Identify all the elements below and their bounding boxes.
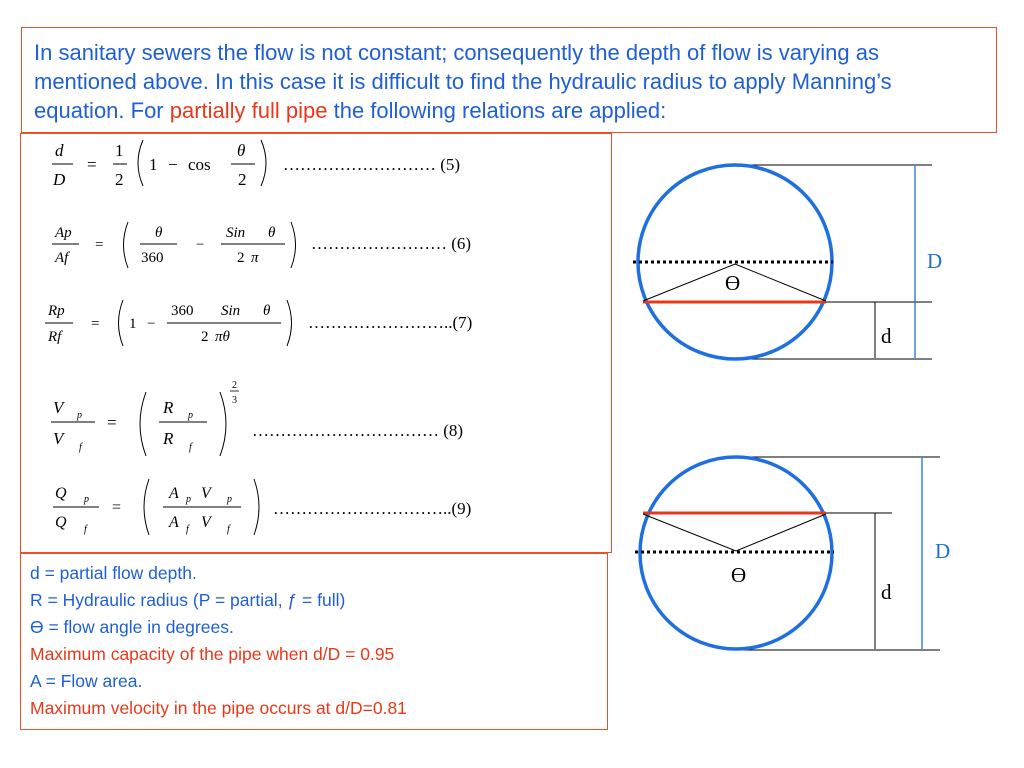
eq9-dots: …………………………..(9) <box>273 499 471 518</box>
eq9-vp-sub: p <box>226 494 232 505</box>
eq5-theta: θ <box>237 141 245 160</box>
intro-part2: the following relations are applied: <box>327 98 667 123</box>
eq5-den2: 2 <box>238 170 247 189</box>
eq6-sin: Sin <box>226 225 245 241</box>
eq9-ap-sub: p <box>185 494 191 505</box>
eq8-v-den: V <box>53 429 66 448</box>
equation-7: Rp Rf = 1 − 360 Sin θ 2 πθ ……………………..(7) <box>45 299 472 347</box>
eq8-exp-num: 2 <box>232 380 237 391</box>
equation-6: Ap Af = θ 360 − Sin θ 2 π …………………… (6) <box>52 221 471 269</box>
eq5-two: 2 <box>115 170 124 189</box>
eq7-dots: ……………………..(7) <box>308 313 472 332</box>
eq6-360: 360 <box>141 250 164 266</box>
eq8-r-num: R <box>162 398 174 417</box>
eq6-minus: − <box>196 237 204 253</box>
definition-hydraulic-radius: R = Hydraulic radius (P = partial, ƒ = f… <box>30 590 346 610</box>
eq7-theta: θ <box>263 303 271 319</box>
eq8-p-sub: p <box>76 410 82 421</box>
eq7-sin: Sin <box>221 303 240 319</box>
eq5-minus: − <box>168 155 178 174</box>
eq9-a-den: A <box>168 514 179 531</box>
eq6-dots: …………………… (6) <box>311 234 471 253</box>
eq6-theta2: θ <box>268 225 276 241</box>
eq9-qf-sub: f <box>84 524 88 535</box>
eq9-qp-sub: p <box>83 494 89 505</box>
equation-8: V p V f = R p R f 2 3 …………………………… (8) <box>51 380 463 457</box>
eq5-cos: cos <box>188 155 211 174</box>
definition-depth: d = partial flow depth. <box>30 563 197 583</box>
eq5-equals: = <box>87 155 97 174</box>
eq5-lhs-num: d <box>55 141 64 160</box>
eq7-lhs-den: Rf <box>47 329 63 345</box>
eq6-lhs-num: Ap <box>54 225 72 241</box>
eq5-one: 1 <box>115 141 124 160</box>
diameter-label-top: D <box>927 249 942 273</box>
pipe-circle-bottom <box>638 455 834 651</box>
definitions-box: d = partial flow depth. R = Hydraulic ra… <box>20 553 608 730</box>
eq5-dots: ……………………… (5) <box>283 155 460 174</box>
eq8-equals: = <box>107 413 117 432</box>
diameter-label-bottom: D <box>935 539 950 563</box>
eq9-a-num: A <box>168 485 179 502</box>
eq9-v-num: V <box>201 485 213 502</box>
eq6-lhs-den: Af <box>54 250 70 266</box>
eq6-theta: θ <box>155 225 163 241</box>
intro-part1: In sanitary sewers the flow is not const… <box>34 40 892 123</box>
pipe-diagram-bottom: Ө D d <box>635 455 950 651</box>
formulas-box: d D = 1 2 1 − cos θ 2 ……………………… (5) Ap <box>20 133 612 553</box>
eq7-one: 1 <box>129 316 137 332</box>
eq8-f-sub: f <box>79 442 83 453</box>
intro-text-box: In sanitary sewers the flow is not const… <box>21 27 997 133</box>
eq8-dots: …………………………… (8) <box>252 421 463 440</box>
eq9-v-den: V <box>201 514 213 531</box>
eq8-rp-sub: p <box>187 410 193 421</box>
formulas-svg: d D = 1 2 1 − cos θ 2 ……………………… (5) Ap <box>45 139 472 536</box>
eq9-vf-sub: f <box>227 524 231 535</box>
pipe-diagram-top: Ө D d <box>633 163 942 361</box>
eq7-lhs-num: Rp <box>47 303 65 319</box>
eq9-q-den: Q <box>55 514 67 531</box>
eq5-lhs-den: D <box>52 170 66 189</box>
eq7-minus: − <box>147 316 155 332</box>
eq5-one2: 1 <box>149 155 158 174</box>
eq8-exp-den: 3 <box>232 395 237 406</box>
depth-label-bottom: d <box>881 580 892 604</box>
eq8-v-num: V <box>53 398 66 417</box>
eq7-equals: = <box>91 316 99 332</box>
eq9-af-sub: f <box>186 524 190 535</box>
eq8-r-den: R <box>162 429 174 448</box>
eq7-pitheta: πθ <box>215 329 231 345</box>
eq9-q-num: Q <box>55 485 67 502</box>
eq6-pi: π <box>251 250 259 266</box>
intro-highlight: partially full pipe <box>169 98 328 123</box>
definition-max-velocity: Maximum velocity in the pipe occurs at d… <box>30 698 407 718</box>
depth-label-top: d <box>881 324 892 348</box>
definition-flow-angle: Ө = flow angle in degrees. <box>30 617 234 637</box>
eq7-two: 2 <box>201 329 209 345</box>
eq6-equals: = <box>95 237 103 253</box>
eq9-equals: = <box>112 499 121 516</box>
definition-max-capacity: Maximum capacity of the pipe when d/D = … <box>30 644 395 664</box>
eq8-rf-sub: f <box>189 442 193 453</box>
eq7-360: 360 <box>171 303 194 319</box>
eq6-two: 2 <box>237 250 245 266</box>
theta-label-bottom: Ө <box>731 563 746 587</box>
equation-5: d D = 1 2 1 − cos θ 2 ……………………… (5) <box>52 139 460 189</box>
pipe-diagrams: Ө D d Ө D d <box>633 163 950 651</box>
theta-label-top: Ө <box>725 271 740 295</box>
definition-flow-area: A = Flow area. <box>30 671 143 691</box>
equation-9: Q p Q f = A p V p A f V f …………………………..(9… <box>53 478 471 536</box>
